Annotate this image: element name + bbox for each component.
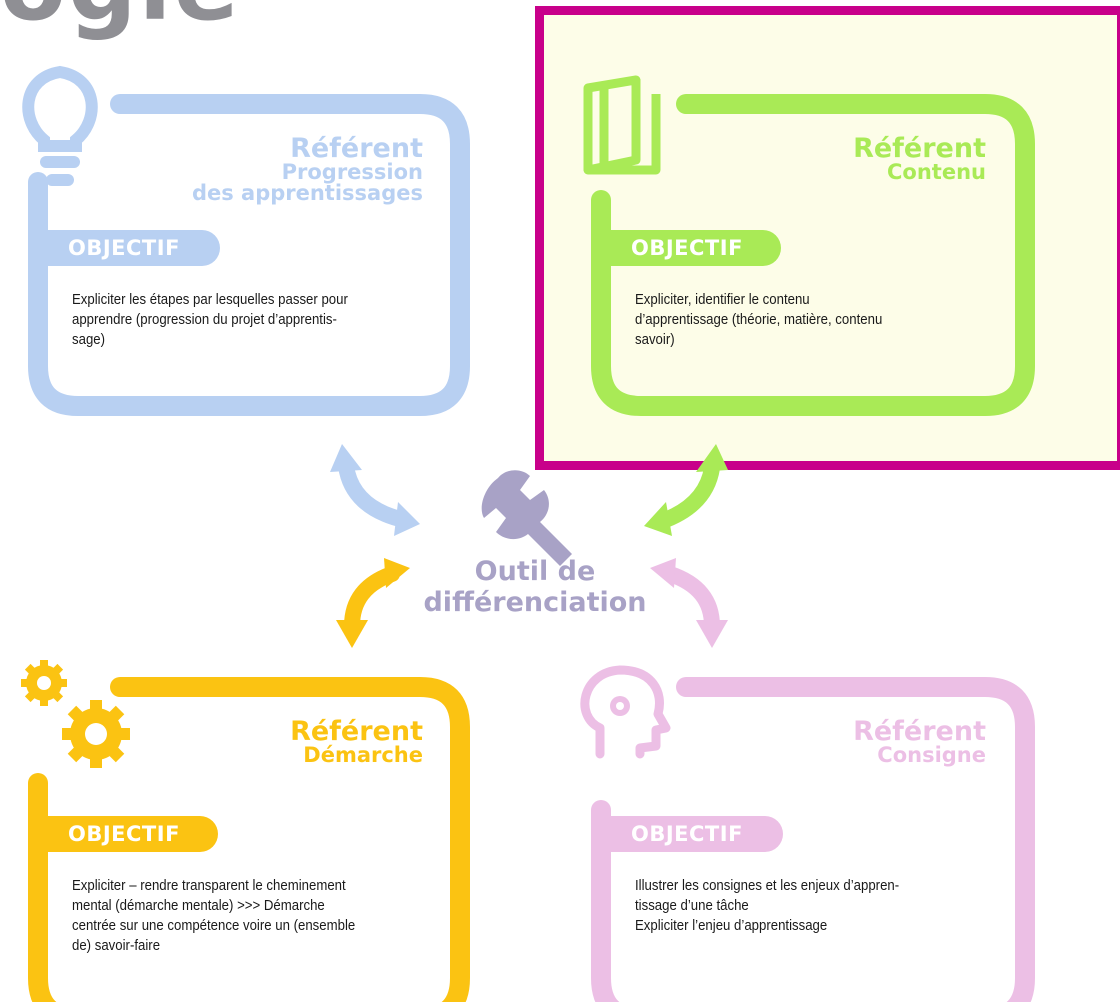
card-contenu-line: d’apprentissage (théorie, matière, conte… [635,311,883,328]
card-frame-contenu [591,94,1035,416]
arrow-yellow [336,558,410,648]
card-frame-demarche [28,677,470,1002]
card-consigne-line: Illustrer les consignes et les enjeux d’… [635,877,900,894]
card-demarche-heading: Référent [290,716,423,747]
card-demarche-line: centrée sur une compétence voire un (ens… [72,917,356,934]
card-progression-line: sage) [72,331,106,348]
card-contenu-header: Référent Contenu [853,135,986,183]
card-demarche-line: de) savoir-faire [72,937,161,954]
center-label: Outil de différenciation [420,556,650,618]
arrow-blue [330,444,420,536]
card-consigne-line: tissage d’une tâche [635,897,749,914]
card-consigne-text: Illustrer les consignes et les enjeux d’… [635,876,1005,936]
card-contenu-line: savoir) [635,331,675,348]
wrench-icon [481,470,572,566]
card-demarche-header: Référent Démarche [290,718,423,766]
card-consigne-subtitle-1: Consigne [877,743,986,767]
card-demarche-text: Expliciter – rendre transparent le chemi… [72,876,442,956]
card-contenu-heading: Référent [853,133,986,164]
card-progression-heading: Référent [290,133,423,164]
center-label-line2: différenciation [423,587,647,619]
card-demarche-subtitle-1: Démarche [303,743,423,767]
card-consigne-header: Référent Consigne [853,718,986,766]
book-icon [583,75,661,175]
card-frame-progression [28,94,470,416]
card-progression-line: apprendre (progression du projet d’appre… [72,311,337,328]
card-frame-consigne [591,677,1035,1002]
card-contenu-text: Expliciter, identifier le contenu d’appr… [635,290,1005,350]
card-progression-badge: OBJECTIF [38,230,220,266]
card-contenu-badge: OBJECTIF [601,230,781,266]
head-gear-icon [580,665,671,759]
arrow-green [644,444,728,536]
card-consigne-heading: Référent [853,716,986,747]
card-demarche-badge: OBJECTIF [38,816,218,852]
card-consigne-badge: OBJECTIF [601,816,783,852]
page-title-fragment: ogie [0,0,241,34]
card-demarche-line: Expliciter – rendre transparent le chemi… [72,877,346,894]
card-progression-text: Expliciter les étapes par lesquelles pas… [72,290,442,350]
card-contenu-subtitle-1: Contenu [887,160,986,184]
card-progression-subtitle-1: Progression [281,160,423,184]
gears-icon [21,660,130,768]
card-progression-subtitle-2: des apprentissages [191,181,423,205]
arrow-pink [650,558,728,648]
card-progression-line: Expliciter les étapes par lesquelles pas… [72,291,348,308]
card-progression-header: Référent Progression des apprentissages [192,135,423,204]
card-contenu-line: Expliciter, identifier le contenu [635,291,810,308]
lightbulb-icon [22,65,98,186]
card-demarche-line: mental (démarche mentale) >>> Démarche [72,897,325,914]
card-consigne-line: Expliciter l’enjeu d’apprentissage [635,917,828,934]
center-label-line1: Outil de [474,556,596,587]
